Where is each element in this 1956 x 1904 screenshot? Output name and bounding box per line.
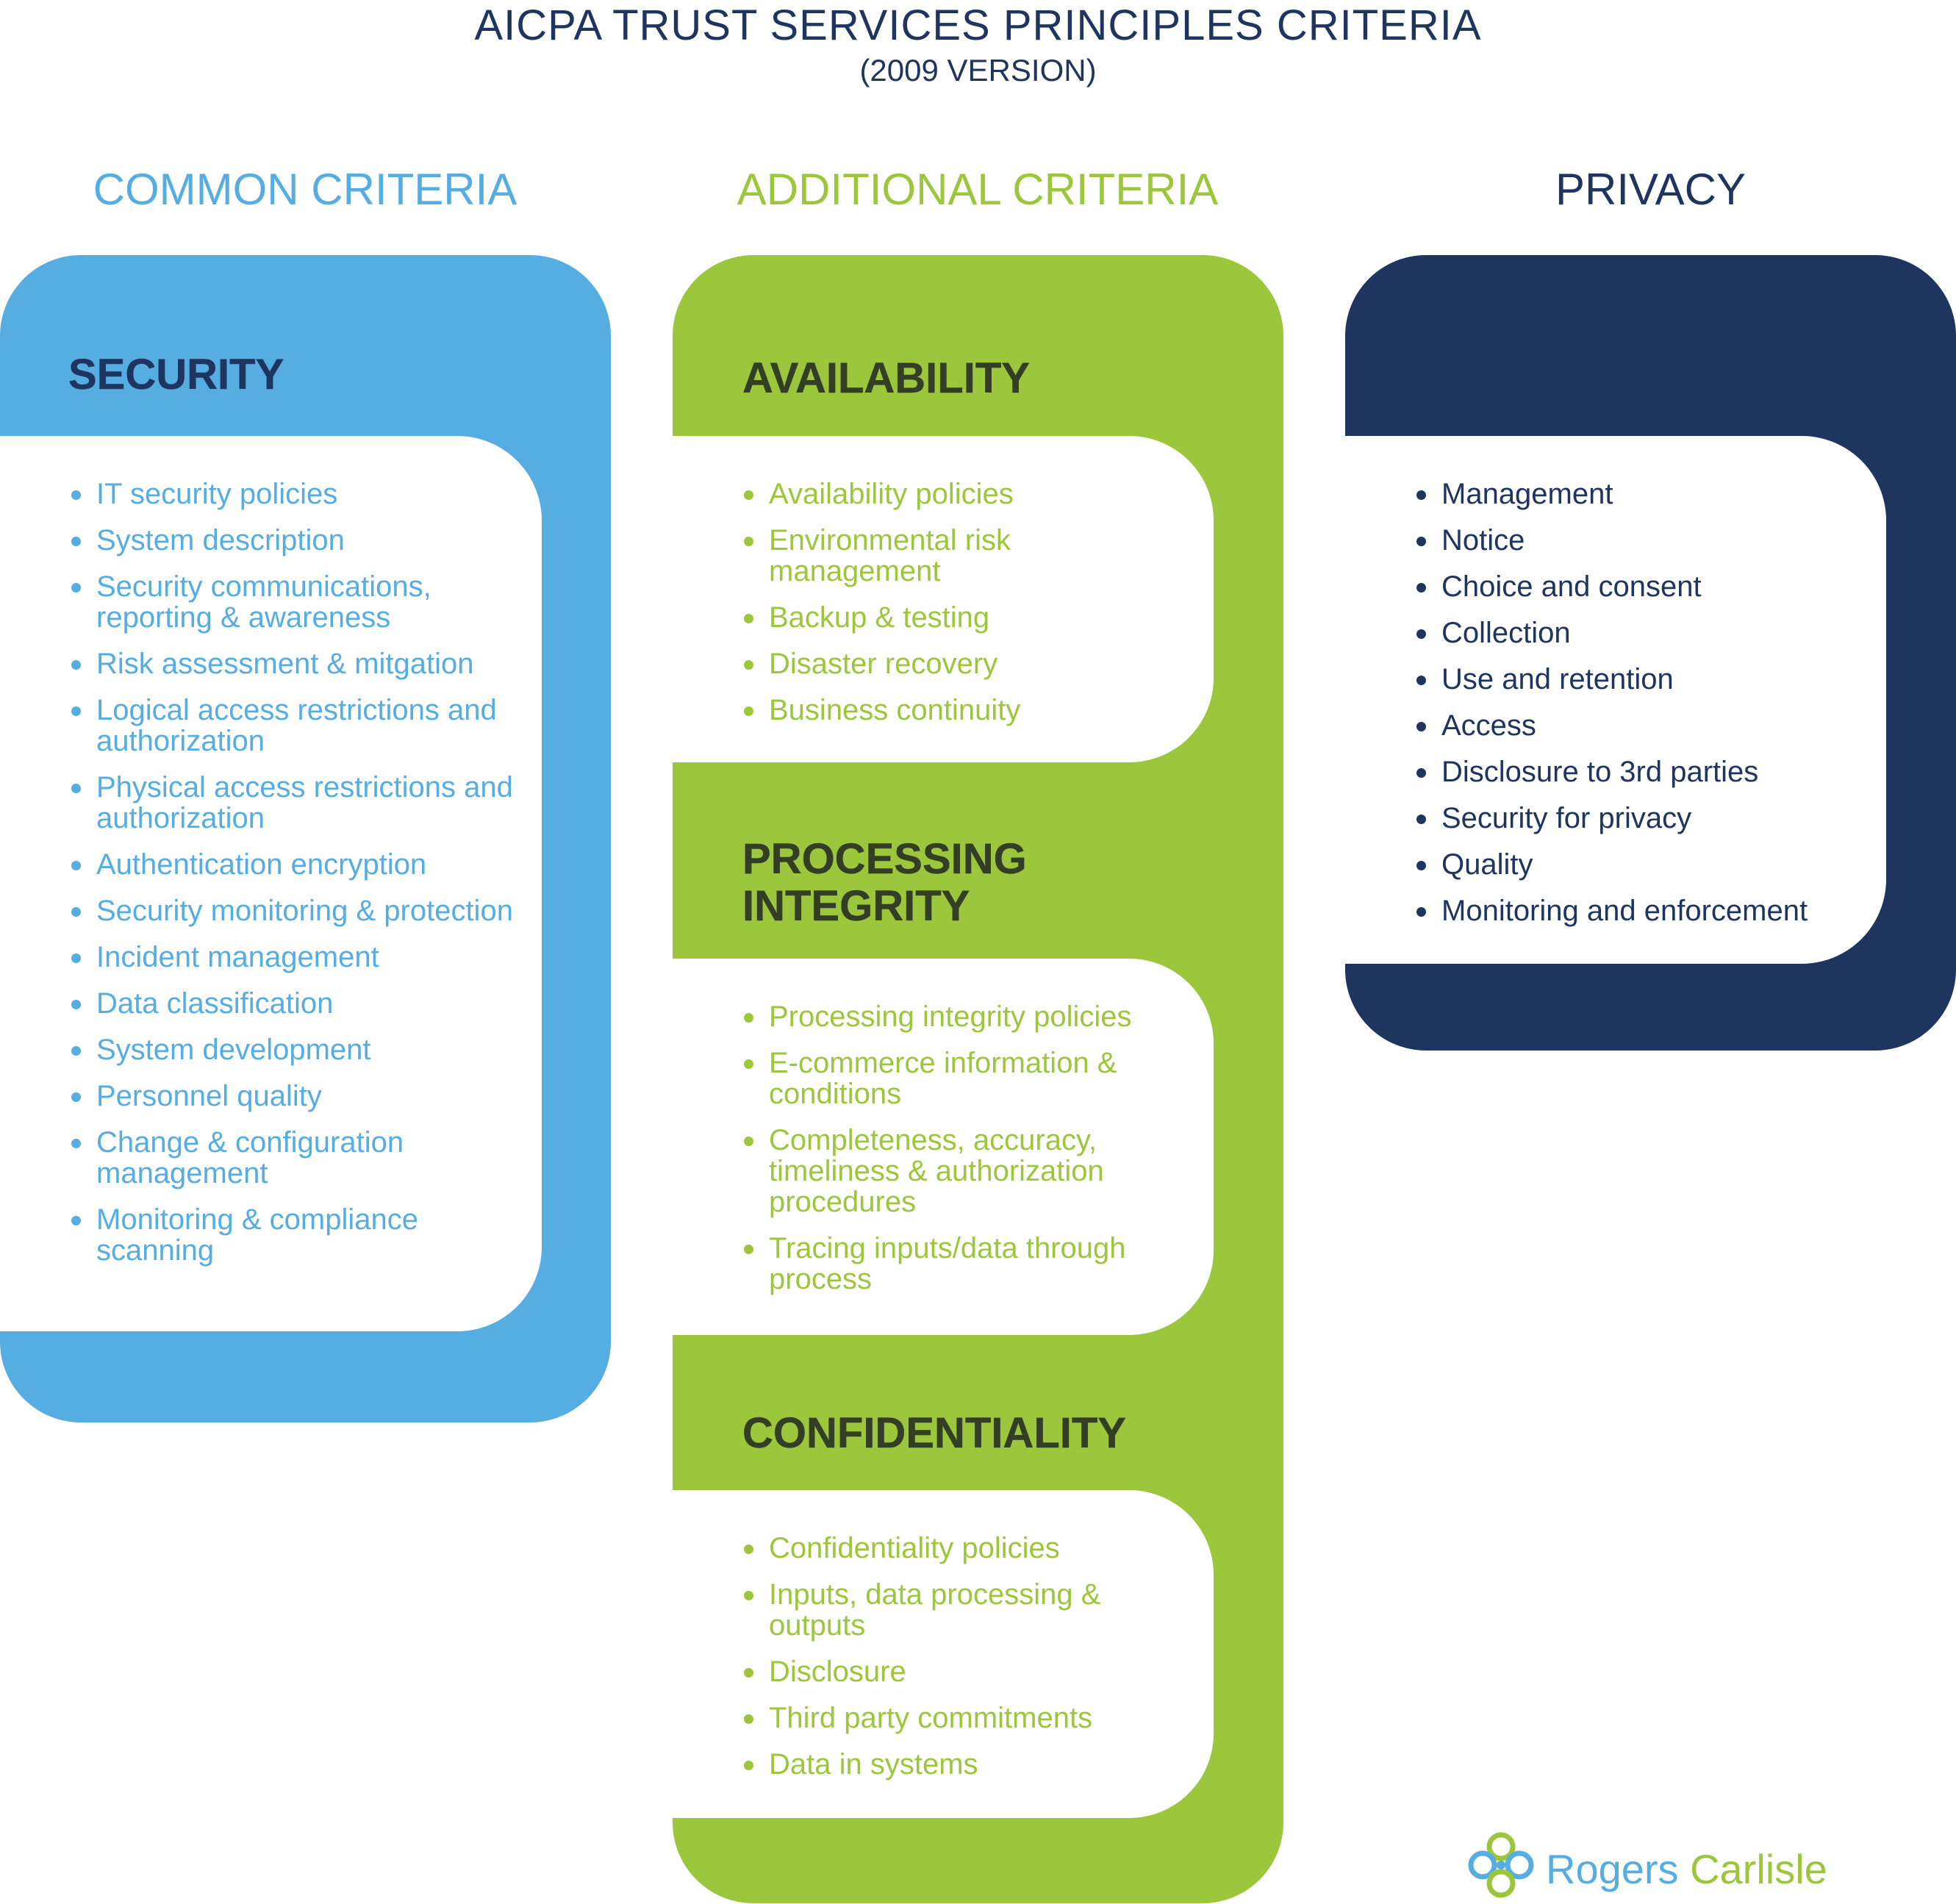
criteria-item: Risk assessment & mitgation [70,648,518,679]
processing-integrity-heading: PROCESSING INTEGRITY [742,835,1027,930]
criteria-item: Confidentiality policies [742,1533,1183,1564]
criteria-item: Choice and consent [1415,571,1871,602]
criteria-item: Inputs, data processing & outputs [742,1579,1183,1641]
processing-integrity-heading-line2: INTEGRITY [742,882,970,930]
criteria-item: Security for privacy [1415,803,1871,834]
criteria-item: Management [1415,479,1871,509]
criteria-item: Processing integrity policies [742,1001,1183,1032]
criteria-item: Availability policies [742,479,1183,509]
criteria-item: Data in systems [742,1749,1183,1780]
criteria-item: Incident management [70,942,518,973]
confidentiality-heading: CONFIDENTIALITY [742,1409,1126,1457]
criteria-item: Collection [1415,618,1871,648]
criteria-item: Notice [1415,525,1871,556]
logo-word-rogers: Rogers [1546,1846,1679,1892]
processing-integrity-heading-line1: PROCESSING [742,835,1027,883]
criteria-item: Change & configuration management [70,1127,518,1189]
column-heading-privacy: PRIVACY [1555,165,1746,214]
availability-heading: AVAILABILITY [742,354,1030,402]
criteria-item: Third party commitments [742,1703,1183,1733]
criteria-item: Tracing inputs/data through process [742,1233,1183,1295]
security-heading: SECURITY [68,351,284,398]
criteria-item: Security communications, reporting & awa… [70,571,518,633]
criteria-item: Security monitoring & protection [70,895,518,926]
criteria-item: Disclosure to 3rd parties [1415,756,1871,787]
criteria-item: Authentication encryption [70,849,518,880]
criteria-item: Completeness, accuracy, timeliness & aut… [742,1125,1183,1217]
criteria-item: Logical access restrictions and authoriz… [70,695,518,756]
criteria-item: Personnel quality [70,1081,518,1112]
criteria-item: Monitoring & compliance scanning [70,1204,518,1266]
criteria-item: Disaster recovery [742,648,1183,679]
criteria-item: Physical access restrictions and authori… [70,772,518,834]
criteria-item: System development [70,1034,518,1065]
criteria-item: Use and retention [1415,664,1871,695]
criteria-item: System description [70,525,518,556]
criteria-item: Disclosure [742,1656,1183,1687]
criteria-item: IT security policies [70,479,518,509]
rogers-carlisle-logo-icon [1466,1830,1536,1900]
column-heading-additional: ADDITIONAL CRITERIA [737,165,1219,214]
criteria-item: Business continuity [742,695,1183,726]
rogers-carlisle-logo-text: Rogers Carlisle [1546,1844,1827,1895]
logo-word-carlisle: Carlisle [1690,1846,1827,1892]
page-subtitle: (2009 VERSION) [859,53,1097,87]
criteria-item: Backup & testing [742,602,1183,633]
column-heading-common: COMMON CRITERIA [93,165,517,214]
criteria-item: Environmental risk management [742,525,1183,587]
page-title: AICPA TRUST SERVICES PRINCIPLES CRITERIA [474,1,1482,49]
criteria-item: Access [1415,710,1871,741]
criteria-item: Data classification [70,988,518,1019]
criteria-item: E-commerce information & conditions [742,1048,1183,1109]
criteria-item: Quality [1415,849,1871,880]
criteria-item: Monitoring and enforcement [1415,895,1871,926]
